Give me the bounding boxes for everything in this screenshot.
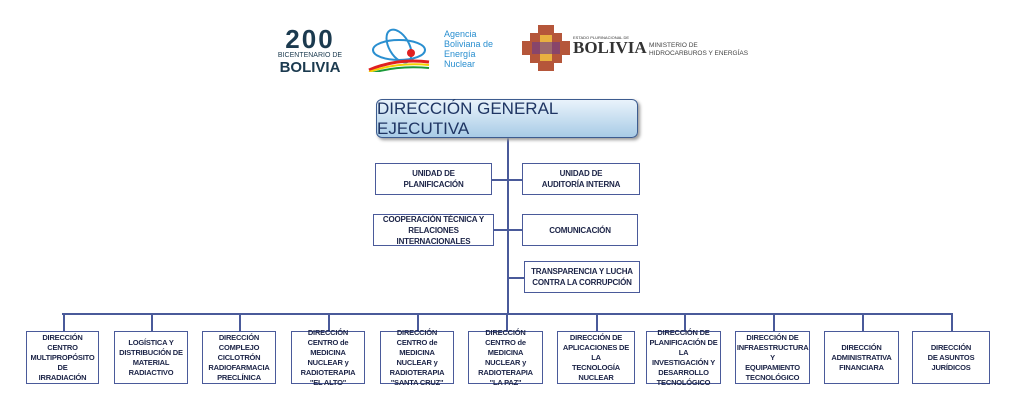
logo-text: MINISTERIO DE: [649, 42, 698, 49]
aben-atom-icon: [367, 28, 431, 75]
aben-logo-text: Agencia Boliviana de Energía Nuclear: [444, 29, 493, 69]
chakana-emblem-icon: [521, 23, 571, 73]
connector-line: [862, 313, 864, 331]
logo-text: BOLIVIA: [573, 38, 647, 57]
direction-box: DIRECCIÓN ADMINISTRATIVA FINANCIARA: [824, 331, 899, 384]
logo-text: ESTADO PLURINACIONAL DE: [573, 35, 630, 40]
direction-box: DIRECCIÓN DE ASUNTOS JURÍDICOS: [912, 331, 990, 384]
connector-line: [773, 313, 775, 331]
logo-text: HIDROCARBUROS Y ENERGÍAS: [649, 50, 749, 57]
logo-200: 200: [285, 24, 335, 54]
unidad-planificacion: UNIDAD DE PLANIFICACIÓN: [375, 163, 492, 195]
connector-line: [151, 313, 153, 331]
cooperacion-tecnica: COOPERACIÓN TÉCNICA Y RELACIONES INTERNA…: [373, 214, 494, 246]
direccion-general-ejecutiva: DIRECCIÓN GENERAL EJECUTIVA: [376, 99, 638, 138]
direction-box: DIRECCIÓN DE PLANIFICACIÓN DE LA INVESTI…: [646, 328, 721, 387]
connector-line: [596, 313, 598, 331]
logo-text: Nuclear: [444, 59, 476, 69]
direction-box: DIRECCIÓN DE INFRAESTRUCTURA Y EQUIPAMIE…: [735, 331, 810, 384]
connector-line: [328, 313, 330, 331]
connector-line: [239, 313, 241, 331]
logo-text: Agencia: [444, 29, 477, 39]
direction-box: DIRECCIÓN CENTRO de MEDICINA NUCLEAR y R…: [380, 328, 454, 387]
comunicacion: COMUNICACIÓN: [522, 214, 638, 246]
bicentenario-logo: 200 BICENTENARIO DE BOLIVIA: [274, 24, 346, 76]
connector-line: [951, 313, 953, 331]
ministerio-logo: MINISTERIO DE HIDROCARBUROS Y ENERGÍAS: [649, 42, 748, 58]
direction-box: DIRECCIÓN COMPLEJO CICLOTRÓN RADIOFARMAC…: [202, 331, 276, 384]
unidad-auditoria-interna: UNIDAD DE AUDITORÍA INTERNA: [522, 163, 640, 195]
connector-line: [506, 313, 508, 331]
direction-box: DIRECCIÓN CENTRO MULTIPROPÓSITO DE IRRAD…: [26, 331, 99, 384]
connector-line: [684, 313, 686, 331]
connector-line: [492, 179, 522, 181]
top-label: DIRECCIÓN GENERAL EJECUTIVA: [377, 98, 558, 138]
direction-box: LOGÍSTICA Y DISTRIBUCIÓN DE MATERIAL RAD…: [114, 331, 188, 384]
connector-line: [417, 313, 419, 331]
estado-bolivia-logo: ESTADO PLURINACIONAL DE BOLIVIA: [573, 35, 647, 56]
logo-text: Boliviana de: [444, 39, 494, 49]
transparencia: TRANSPARENCIA Y LUCHA CONTRA LA CORRUPCI…: [524, 261, 640, 293]
logo-text: Energía: [444, 49, 476, 59]
direction-box: DIRECCIÓN CENTRO de MEDICINA NUCLEAR y R…: [291, 328, 365, 387]
connector-line: [507, 138, 509, 313]
connector-line: [494, 229, 522, 231]
connector-line: [507, 277, 524, 279]
connector-line: [63, 313, 65, 331]
direction-box: DIRECCIÓN CENTRO de MEDICINA NUCLEAR y R…: [468, 328, 543, 387]
logo-text: BOLIVIA: [279, 59, 341, 76]
direction-box: DIRECCIÓN DE APLICACIONES DE LA TECNOLOG…: [557, 331, 635, 384]
logo-text: BICENTENARIO DE: [277, 52, 343, 59]
